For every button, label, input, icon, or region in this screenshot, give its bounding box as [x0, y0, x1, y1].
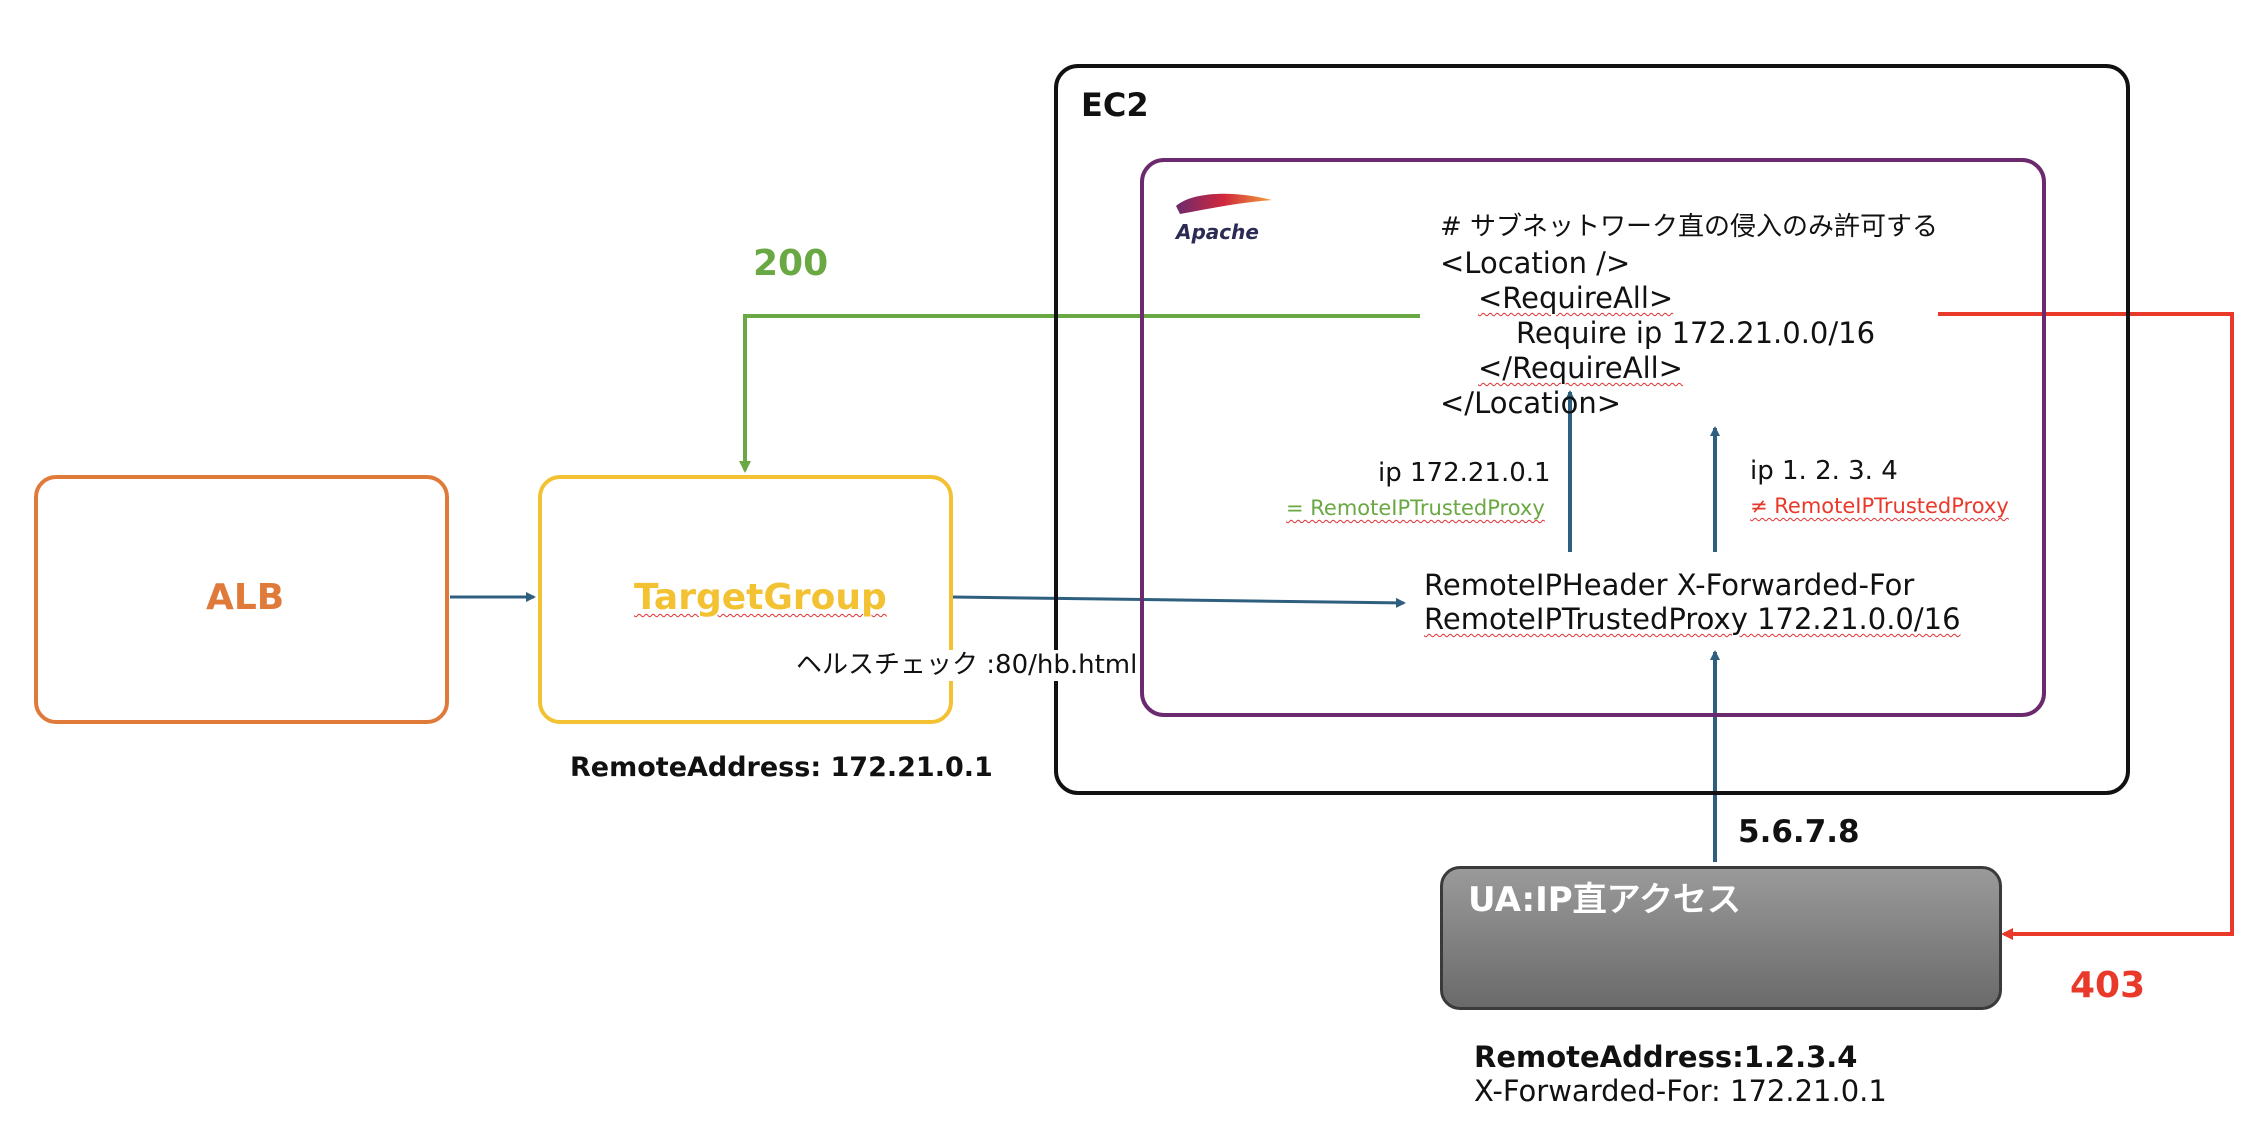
trusted-check-ip: ip 172.21.0.1: [1378, 458, 1551, 488]
targetgroup-box: [538, 475, 953, 724]
apache-frame: [1140, 158, 2046, 717]
apache-logo: Apache: [1172, 190, 1282, 250]
config-location-close: </Location>: [1440, 386, 1622, 420]
status-200-label: 200: [753, 243, 829, 284]
alb-box: [34, 475, 449, 724]
targetgroup-remote-address: RemoteAddress: 172.21.0.1: [570, 752, 993, 783]
config-comment: # サブネットワーク直の侵入のみ許可する: [1440, 212, 1939, 242]
apache-feather-icon: [1176, 193, 1272, 214]
ua-label: UA:IP直アクセス: [1468, 880, 1741, 920]
targetgroup-label: TargetGroup: [634, 577, 887, 618]
remoteip-trusted-proxy: RemoteIPTrustedProxy 172.21.0.0/16: [1424, 602, 1961, 636]
trusted-check-relation: = RemoteIPTrustedProxy: [1286, 496, 1545, 520]
status-403-label: 403: [2070, 965, 2146, 1006]
config-location-open: <Location />: [1440, 246, 1631, 280]
arrow-403-to-ua: [1938, 312, 2234, 940]
untrusted-check-relation: ≠ RemoteIPTrustedProxy: [1750, 494, 2009, 518]
untrusted-check-ip: ip 1. 2. 3. 4: [1750, 456, 1898, 486]
arrow-targetgroup-to-remoteip: [951, 595, 1406, 608]
apache-logo-text: Apache: [1176, 220, 1259, 244]
config-requireall-open: <RequireAll>: [1478, 281, 1674, 315]
ua-remote-address: RemoteAddress:1.2.3.4: [1474, 1040, 1858, 1074]
remoteip-header: RemoteIPHeader X-Forwarded-For: [1424, 568, 1915, 602]
ua-ip: 5.6.7.8: [1738, 814, 1860, 850]
config-requireall-close: </RequireAll>: [1478, 351, 1683, 385]
config-require-ip: Require ip 172.21.0.0/16: [1516, 316, 1876, 350]
alb-label: ALB: [206, 577, 285, 618]
ua-x-forwarded-for: X-Forwarded-For: 172.21.0.1: [1474, 1074, 1887, 1108]
ua-box: [1440, 866, 2002, 1010]
arrow-200-to-targetgroup: [739, 314, 1420, 473]
targetgroup-healthcheck: ヘルスチェック :80/hb.html: [796, 650, 1138, 682]
ec2-frame: [1054, 64, 2130, 795]
ec2-label: EC2: [1081, 86, 1149, 124]
